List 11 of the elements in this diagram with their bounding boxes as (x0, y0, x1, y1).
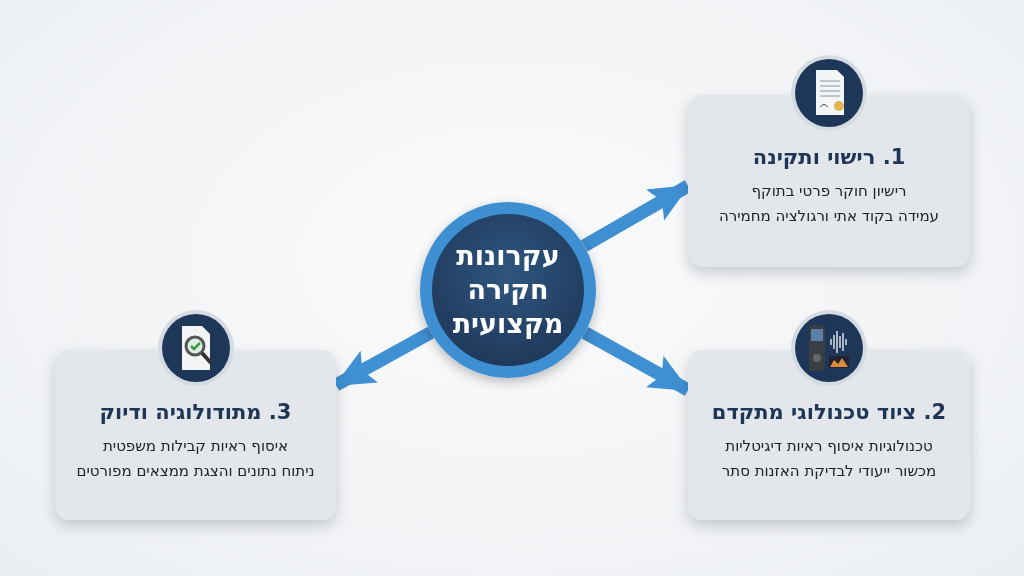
card-text: טכנולוגיות איסוף ראיות דיגיטליות (724, 437, 934, 455)
card-title: 3. מתודולוגיה ודיוק (98, 400, 293, 424)
card-text: איסוף ראיות קבילות משפטית (101, 437, 290, 455)
card-text: עמידה בקוד אתי ורגולציה מחמירה (718, 207, 940, 225)
card-text: רישיון חוקר פרטי בתוקף (750, 182, 908, 200)
card-title: 2. ציוד טכנולוגי מתקדם (710, 400, 948, 424)
card-text: ניתוח נתונים והצגת ממצאים מפורטים (75, 462, 316, 480)
card-title: 1. רישוי ותקינה (751, 145, 907, 169)
center-title: עקרונות חקירה מקצועית (451, 239, 565, 341)
card-text: מכשור ייעודי לבדיקת האזנות סתר (720, 462, 938, 480)
center-circle (420, 202, 596, 378)
